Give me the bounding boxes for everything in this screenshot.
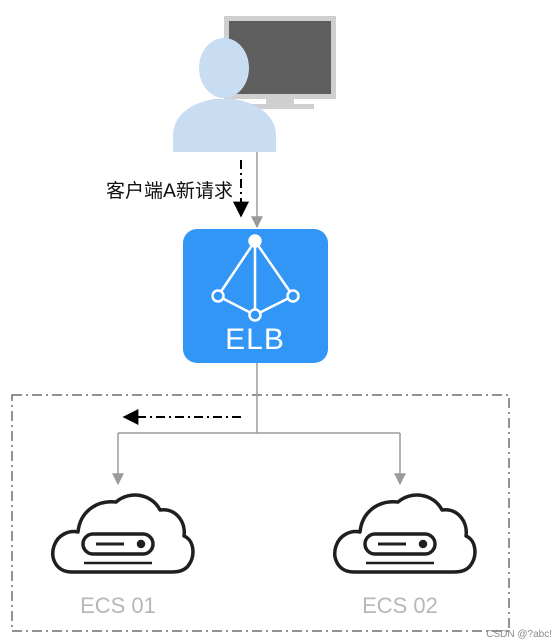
request-label: 客户端A新请求 xyxy=(106,180,233,202)
ecs-02-label: ECS 02 xyxy=(362,593,438,618)
watermark: CSDN @?abc! xyxy=(486,629,552,640)
elb-label: ELB xyxy=(225,323,285,356)
cloud-server-icon xyxy=(333,493,477,574)
ecs-server-01: ECS 01 xyxy=(51,493,195,618)
elb-network-icon xyxy=(211,234,300,322)
user-icon xyxy=(173,38,276,152)
ecs-server-02: ECS 02 xyxy=(333,493,477,618)
cloud-server-icon xyxy=(51,493,195,574)
elb-node: ELB xyxy=(183,229,328,363)
server-group-border xyxy=(11,394,510,632)
elb-to-servers-connector xyxy=(112,363,406,486)
ecs-01-label: ECS 01 xyxy=(80,593,156,618)
